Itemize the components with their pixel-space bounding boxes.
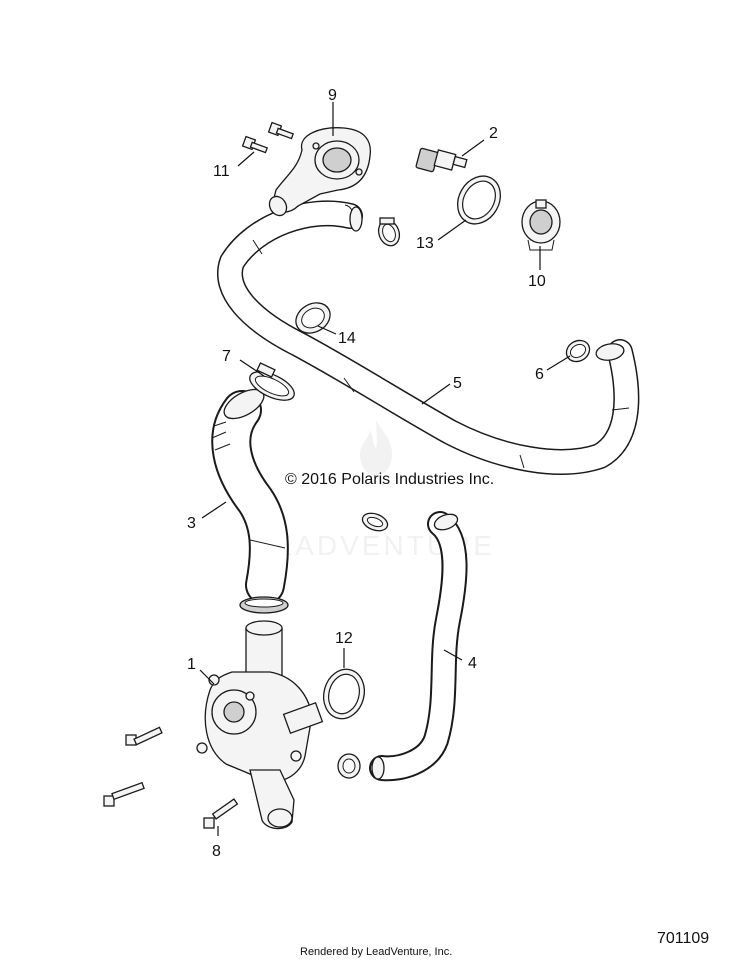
callout-6: 6 bbox=[535, 366, 544, 383]
o-ring-12 bbox=[322, 668, 366, 720]
rendered-by-credit: Rendered by LeadVenture, Inc. bbox=[300, 946, 453, 958]
bolt-8c bbox=[203, 798, 239, 829]
callout-1: 1 bbox=[187, 656, 196, 673]
watermark-flame-icon bbox=[352, 418, 400, 483]
clamp-hose4-lower bbox=[337, 753, 361, 779]
thermostat bbox=[521, 199, 561, 251]
callout-labels: 1 2 3 4 5 6 7 8 9 10 11 12 13 14 bbox=[187, 87, 546, 860]
bolt-11b bbox=[267, 121, 295, 140]
callout-14: 14 bbox=[338, 330, 356, 347]
clamp-7 bbox=[249, 362, 295, 401]
bolt-8b bbox=[103, 781, 145, 807]
hose-4 bbox=[369, 511, 468, 782]
hose-5 bbox=[217, 200, 640, 475]
bolt-8a bbox=[125, 726, 163, 746]
clamp-6 bbox=[565, 339, 591, 363]
clamp-lower-neck bbox=[239, 596, 289, 614]
copyright-notice: © 2016 Polaris Industries Inc. bbox=[285, 471, 495, 488]
bolt-11a bbox=[241, 135, 269, 154]
leader-lines bbox=[199, 102, 571, 836]
callout-8: 8 bbox=[212, 843, 221, 860]
callout-11: 11 bbox=[213, 163, 230, 180]
thermostat-housing bbox=[268, 127, 372, 217]
o-ring-13 bbox=[456, 175, 502, 225]
callout-5: 5 bbox=[453, 375, 462, 392]
clamp-14 bbox=[295, 302, 331, 334]
callout-10: 10 bbox=[528, 273, 546, 290]
callout-12: 12 bbox=[335, 630, 353, 647]
clamp-small-upper bbox=[377, 217, 401, 247]
callout-7: 7 bbox=[222, 348, 231, 365]
clamp-hose4-upper bbox=[361, 512, 389, 532]
callout-13: 13 bbox=[416, 235, 434, 252]
callout-3: 3 bbox=[187, 515, 196, 532]
callout-4: 4 bbox=[468, 655, 477, 672]
callout-9: 9 bbox=[328, 87, 337, 104]
diagram-number: 701109 bbox=[657, 930, 710, 947]
callout-2: 2 bbox=[489, 125, 498, 142]
temperature-sensor bbox=[415, 147, 468, 173]
hose-3 bbox=[211, 388, 289, 605]
water-pump bbox=[196, 620, 324, 830]
